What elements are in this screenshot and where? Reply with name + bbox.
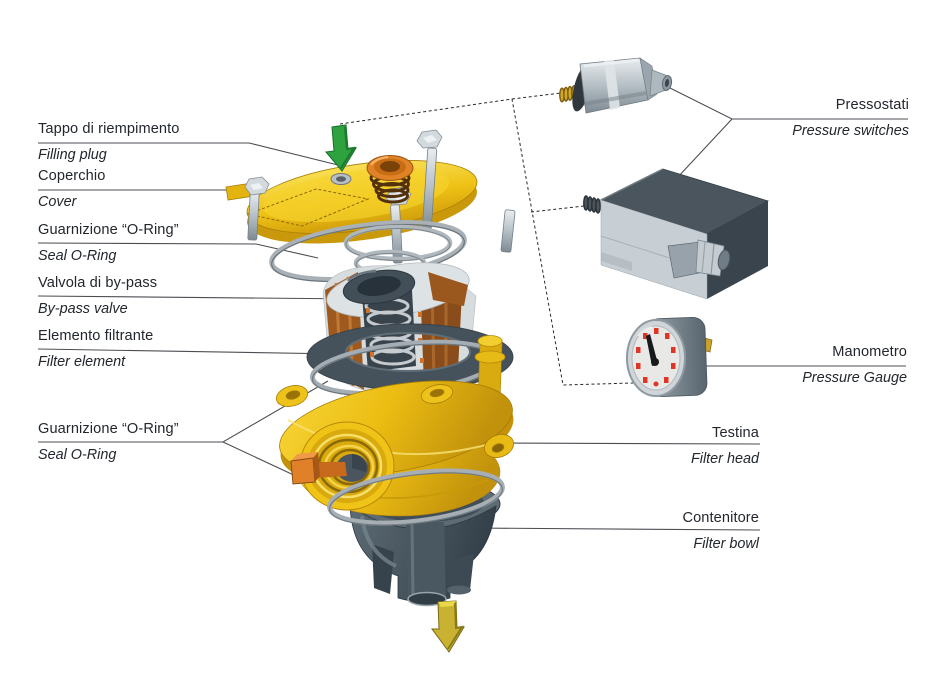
label-filter-head: Testina Filter head (691, 425, 759, 468)
seal-o-ring-bottom (327, 468, 505, 526)
label-seal-o-ring-bottom-en: Seal O-Ring (38, 447, 117, 463)
dashed-switch1 (511, 92, 562, 100)
bolt-top-right (416, 129, 443, 231)
label-pressure-gauge-it: Manometro (832, 344, 907, 360)
label-seal-o-ring-top-en: Seal O-Ring (38, 248, 117, 264)
label-cover-en: Cover (38, 194, 77, 210)
label-filter-element-it: Elemento filtrante (38, 328, 154, 344)
leader-filling-plug (38, 142, 359, 171)
inlet-arrow-icon (325, 124, 357, 172)
bolt-shaft-right (500, 209, 516, 253)
label-pressure-switches: Pressostati Pressure switches (792, 97, 909, 140)
leader-lines (37, 85, 908, 531)
label-by-pass-valve: Valvola di by-pass By-pass valve (38, 275, 157, 318)
label-filter-bowl-it: Contenitore (682, 510, 759, 526)
label-pressure-switches-it: Pressostati (835, 97, 909, 113)
label-filling-plug-it: Tappo di riempimento (38, 121, 180, 137)
gauge-ticks (636, 328, 676, 383)
bowl-left-leg (372, 544, 394, 594)
label-filter-element-en: Filter element (38, 354, 126, 370)
dashed-switch2 (530, 205, 585, 213)
label-seal-o-ring-bottom: Guarnizione “O-Ring” Seal O-Ring (38, 421, 179, 464)
pressure-gauge (626, 317, 713, 397)
dashed-main (339, 98, 634, 386)
switch-connector (667, 239, 731, 279)
filling-plug (366, 155, 414, 204)
label-filter-element: Elemento filtrante Filter element (38, 328, 153, 371)
cover-gasket-outline (246, 188, 370, 227)
cover (225, 160, 478, 244)
label-pressure-gauge: Manometro Pressure Gauge (802, 344, 907, 387)
leader-seal-top (37, 242, 319, 259)
label-by-pass-valve-en: By-pass valve (38, 301, 128, 317)
pressure-switch-block (583, 168, 770, 300)
bolt-left (244, 176, 270, 241)
label-seal-o-ring-top-it: Guarnizione “O-Ring” (38, 222, 179, 238)
label-pressure-gauge-en: Pressure Gauge (802, 370, 907, 386)
label-filter-head-it: Testina (712, 425, 759, 441)
bowl-drain-tube (406, 522, 446, 600)
label-pressure-switches-en: Pressure switches (792, 123, 909, 139)
dashed-lines (339, 92, 634, 386)
leader-filter-head (483, 442, 761, 445)
gauge-zero-dot (653, 381, 659, 387)
label-seal-o-ring-top: Guarnizione “O-Ring” Seal O-Ring (38, 222, 179, 265)
label-seal-o-ring-bottom-it: Guarnizione “O-Ring” (38, 421, 179, 437)
filter-head (275, 380, 514, 517)
bowl-nose (446, 554, 474, 592)
label-filter-bowl: Contenitore Filter bowl (682, 510, 759, 553)
inlet-plug (290, 452, 347, 485)
label-filter-bowl-en: Filter bowl (693, 536, 759, 552)
label-cover-it: Coperchio (38, 168, 106, 184)
label-filter-head-en: Filter head (691, 451, 759, 467)
leader-switches (665, 85, 908, 179)
leader-filter-bowl (469, 527, 761, 531)
label-cover: Coperchio Cover (38, 168, 105, 211)
label-filling-plug: Tappo di riempimento Filling plug (38, 121, 180, 164)
pressure-switch-cylindrical (559, 57, 673, 114)
label-by-pass-valve-it: Valvola di by-pass (38, 275, 158, 291)
outlet-arrow-icon (431, 600, 465, 653)
label-filling-plug-en: Filling plug (38, 147, 107, 163)
leader-bypass-valve (37, 295, 361, 300)
filter-base-ring-highlight (345, 332, 471, 372)
leader-filter-element (37, 348, 341, 355)
